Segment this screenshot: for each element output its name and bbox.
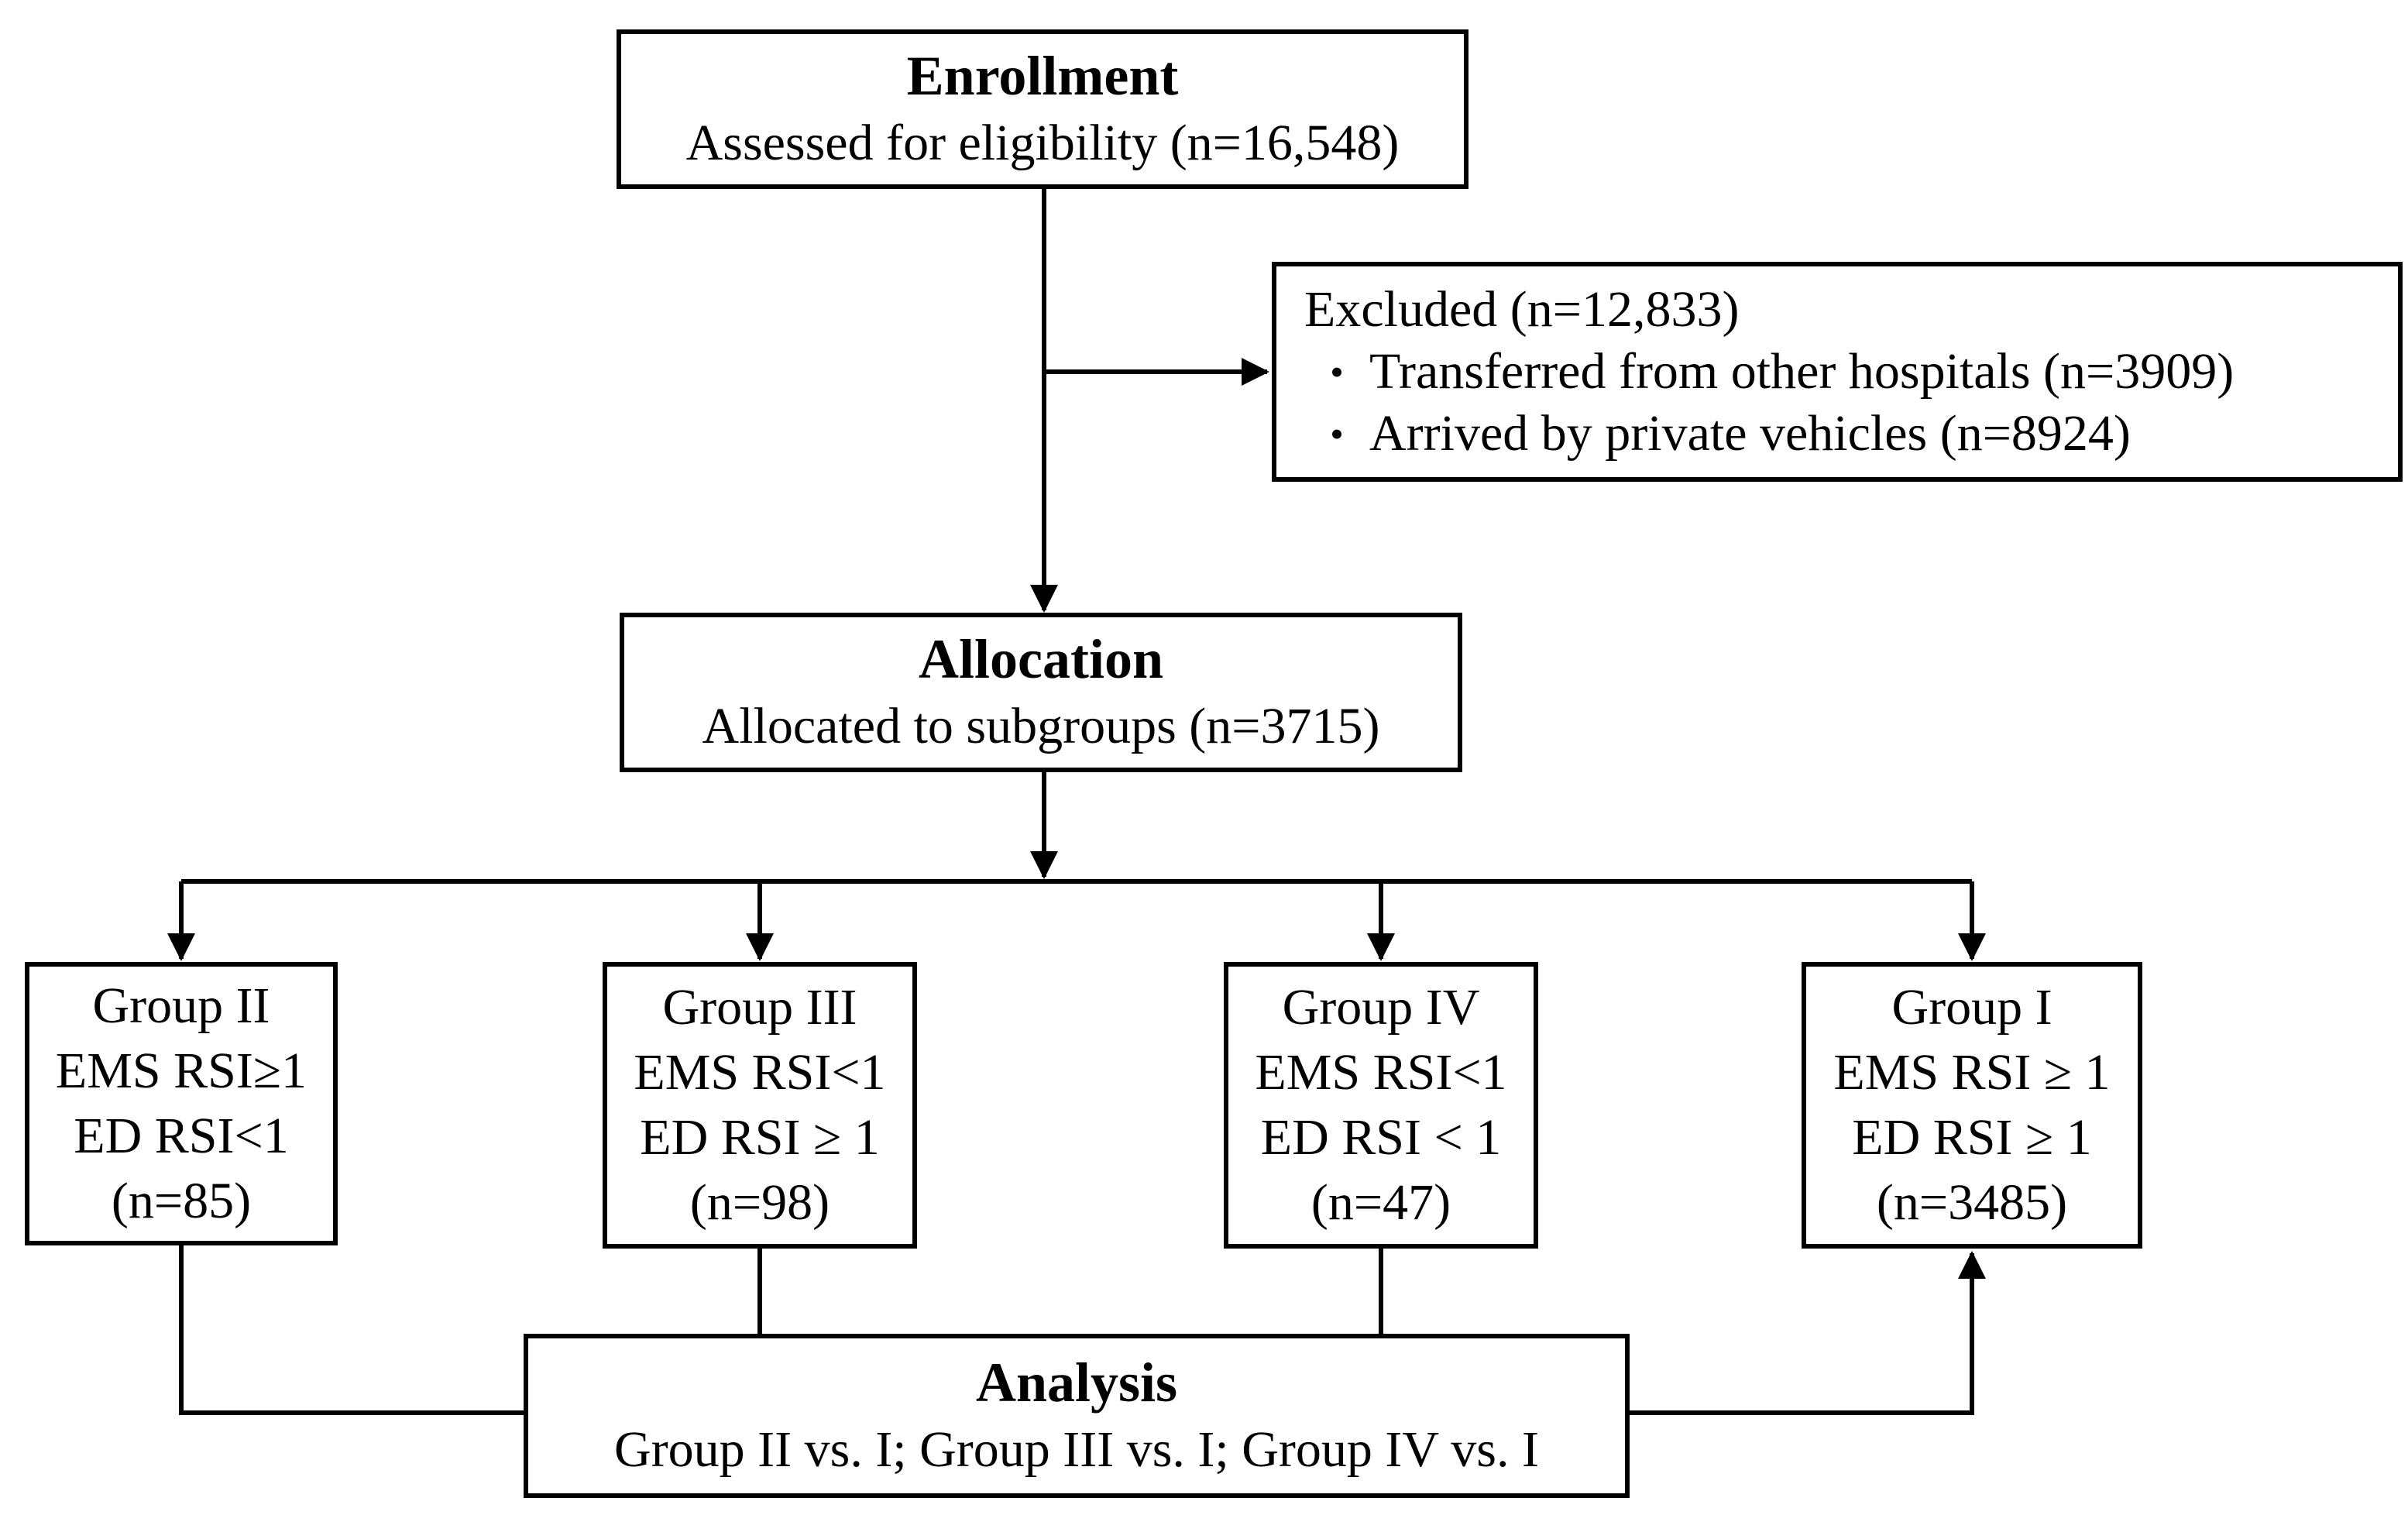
excluded-box: Excluded (n=12,833) • Transferred from o… [1272, 262, 2403, 482]
group-ed-criterion: ED RSI < 1 [1260, 1109, 1502, 1166]
excluded-item-text: Arrived by private vehicles (n=8924) [1369, 405, 2131, 462]
enrollment-box: Enrollment Assessed for eligibility (n=1… [617, 29, 1469, 189]
allocation-box: Allocation Allocated to subgroups (n=371… [620, 613, 1462, 772]
group-ii-box: Group II EMS RSI≥1 ED RSI<1 (n=85) [25, 962, 338, 1245]
group-name: Group IV [1282, 979, 1480, 1036]
group-ems-criterion: EMS RSI<1 [634, 1044, 886, 1101]
group-ems-criterion: EMS RSI<1 [1255, 1044, 1507, 1101]
allocation-title: Allocation [919, 628, 1163, 690]
group-name: Group III [662, 979, 857, 1036]
group-iii-box: Group III EMS RSI<1 ED RSI ≥ 1 (n=98) [603, 962, 917, 1249]
group-ems-criterion: EMS RSI≥1 [55, 1043, 307, 1099]
group-ed-criterion: ED RSI ≥ 1 [640, 1109, 880, 1166]
excluded-item: • Transferred from other hospitals (n=39… [1304, 341, 2234, 403]
group-count: (n=85) [111, 1173, 252, 1229]
group-ed-criterion: ED RSI ≥ 1 [1852, 1109, 2092, 1166]
bullet-icon: • [1330, 350, 1344, 393]
analysis-title: Analysis [975, 1352, 1178, 1414]
group-count: (n=98) [689, 1174, 830, 1231]
bullet-icon: • [1330, 412, 1344, 455]
analysis-to-group1-arrow [1630, 1251, 1986, 1415]
allocation-text: Allocated to subgroups (n=3715) [702, 698, 1380, 754]
group-count: (n=47) [1310, 1174, 1451, 1231]
group-ed-criterion: ED RSI<1 [74, 1108, 289, 1164]
group-ems-criterion: EMS RSI ≥ 1 [1833, 1044, 2111, 1101]
group2-to-analysis-line [179, 1245, 524, 1415]
analysis-text: Group II vs. I; Group III vs. I; Group I… [614, 1421, 1539, 1478]
group-name: Group I [1891, 979, 2052, 1036]
group-iv-box: Group IV EMS RSI<1 ED RSI < 1 (n=47) [1224, 962, 1538, 1249]
excluded-title: Excluded (n=12,833) [1304, 281, 1740, 338]
enrollment-title: Enrollment [906, 45, 1179, 107]
group-i-box: Group I EMS RSI ≥ 1 ED RSI ≥ 1 (n=3485) [1802, 962, 2142, 1249]
analysis-box: Analysis Group II vs. I; Group III vs. I… [524, 1334, 1630, 1498]
excluded-item: • Arrived by private vehicles (n=8924) [1304, 403, 2131, 465]
enrollment-text: Assessed for eligibility (n=16,548) [685, 115, 1400, 171]
excluded-item-text: Transferred from other hospitals (n=3909… [1369, 343, 2235, 400]
group-count: (n=3485) [1876, 1174, 2068, 1231]
group-name: Group II [92, 977, 270, 1034]
